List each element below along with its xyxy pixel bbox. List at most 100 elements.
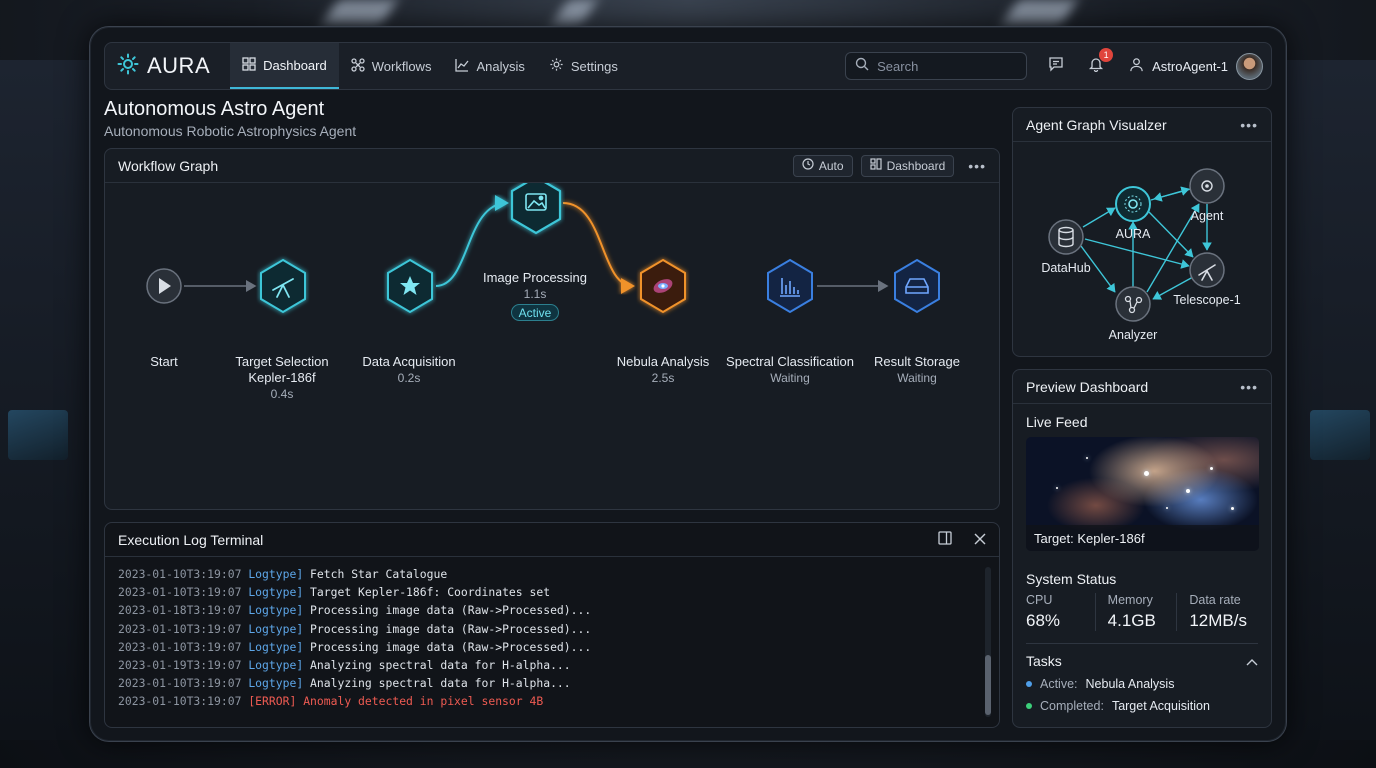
target-selection-target: Kepler-186f: [248, 370, 316, 385]
stat-data-rate: Data rate 12MB/s: [1176, 593, 1258, 631]
log-timestamp: 2023-01-10T3:19:07: [118, 567, 242, 581]
datahub-node-label: DataHub: [1041, 261, 1090, 275]
result-storage-node[interactable]: [894, 258, 940, 314]
log-timestamp: 2023-01-19T3:19:07: [118, 658, 242, 673]
spectral-classification-label-group: Spectral Classification Waiting: [715, 354, 865, 386]
messages-button[interactable]: [1045, 55, 1067, 77]
stat-cpu: CPU 68%: [1026, 593, 1095, 631]
target-selection-label: Target Selection: [235, 354, 329, 369]
result-storage-label-group: Result Storage Waiting: [847, 354, 987, 386]
datahub-node[interactable]: [1048, 219, 1084, 255]
nav-settings-label: Settings: [570, 58, 618, 74]
log-timestamp: 2023-01-10T3:19:07: [118, 676, 242, 691]
log-line: 2023-01-19T3:19:07 Logtype] Analyzing sp…: [118, 656, 986, 674]
log-timestamp: 2023-01-18T3:19:07: [118, 603, 242, 618]
spectral-classification-status: Waiting: [770, 371, 810, 385]
log-type: Logtype]: [248, 567, 304, 581]
aura-node[interactable]: [1115, 186, 1151, 222]
task-status-dot: [1026, 703, 1032, 709]
user-menu[interactable]: AstroAgent-1: [1129, 52, 1271, 80]
close-icon[interactable]: [974, 532, 986, 548]
terminal-scrollbar[interactable]: [985, 567, 991, 717]
feed-star: [1231, 507, 1234, 510]
task-item[interactable]: Active: Nebula Analysis: [1013, 677, 1271, 691]
notifications-button[interactable]: 1: [1085, 48, 1114, 77]
avatar[interactable]: [1236, 52, 1263, 80]
stat-data-rate-label: Data rate: [1189, 593, 1241, 607]
task-item[interactable]: Completed: Target Acquisition: [1013, 699, 1271, 713]
stat-memory: Memory 4.1GB: [1094, 593, 1177, 631]
edge-imaging-nebula: [562, 202, 635, 294]
chevron-up-icon[interactable]: [1246, 653, 1258, 669]
split-view-icon[interactable]: [938, 531, 952, 548]
auto-label: Auto: [818, 158, 844, 173]
ceiling-light: [323, 0, 397, 24]
nebula-analysis-duration: 2.5s: [651, 371, 675, 385]
data-acquisition-duration: 0.2s: [397, 371, 421, 385]
log-line: 2023-01-10T3:19:07 Logtype] Target Keple…: [118, 583, 986, 601]
page-subtitle: Autonomous Robotic Astrophysics Agent: [104, 123, 357, 139]
more-icon[interactable]: •••: [1240, 378, 1258, 395]
stat-memory-label: Memory: [1107, 593, 1153, 607]
feed-caption: Target: Kepler-186f: [1026, 525, 1259, 551]
workflow-edges: [146, 183, 940, 314]
log-message: Anomaly detected in pixel sensor 4B: [303, 694, 544, 709]
start-label: Start: [150, 354, 178, 369]
star-icon: [400, 276, 420, 295]
edge-datahub-analyzer: [1080, 245, 1116, 293]
image-icon: [525, 193, 547, 211]
agent-graph: AURA Agent DataHub Telescope-1 Analyzer: [1041, 168, 1241, 342]
stat-data-rate-value: 12MB/s: [1189, 611, 1247, 630]
nav-settings[interactable]: Settings: [537, 43, 630, 89]
auto-button[interactable]: Auto: [792, 154, 853, 177]
app-name: AURA: [147, 53, 211, 78]
data-acquisition-label-group: Data Acquisition 0.2s: [339, 354, 479, 386]
tasks-header[interactable]: Tasks: [1013, 653, 1271, 669]
nav-workflows[interactable]: Workflows: [339, 43, 444, 89]
telescope-icon: [272, 278, 294, 298]
telescope-icon: [1198, 264, 1216, 281]
nav-dashboard-label: Dashboard: [263, 57, 327, 73]
nav-analysis-label: Analysis: [476, 58, 525, 74]
live-feed-image[interactable]: Target: Kepler-186f: [1026, 437, 1259, 551]
edge-datahub-aura: [1082, 207, 1116, 228]
app-window: AURA Dashboard Workflows Analysis Settin…: [89, 26, 1287, 742]
brand[interactable]: AURA: [105, 53, 230, 80]
image-processing-label-group: Image Processing 1.1s Active: [465, 270, 605, 322]
analyzer-node[interactable]: [1115, 286, 1151, 322]
aura-icon: [1124, 195, 1142, 213]
log-line: 2023-01-18T3:19:07 Logtype] Processing i…: [118, 601, 986, 619]
more-icon[interactable]: •••: [968, 157, 986, 174]
nebula-analysis-label: Nebula Analysis: [616, 354, 710, 369]
user-icon: [1129, 57, 1144, 75]
notification-badge: 1: [1099, 48, 1114, 62]
image-processing-node[interactable]: [510, 183, 562, 235]
agent-graph-header: Agent Graph Visualzer •••: [1013, 108, 1271, 142]
search-input[interactable]: [877, 58, 1008, 74]
image-processing-duration: 1.1s: [523, 287, 547, 301]
nebula-icon: [653, 279, 673, 293]
terminal-header: Execution Log Terminal: [105, 523, 999, 557]
search-box[interactable]: [845, 52, 1028, 80]
agent-node[interactable]: [1189, 168, 1225, 204]
status-badge: Active: [510, 304, 560, 321]
agent-icon: [1201, 180, 1213, 192]
nav-dashboard[interactable]: Dashboard: [230, 43, 339, 89]
more-icon[interactable]: •••: [1240, 116, 1258, 133]
edge-datahub-telescope: [1084, 238, 1190, 269]
result-storage-status: Waiting: [897, 371, 937, 385]
workflow-graph-title: Workflow Graph: [118, 157, 219, 174]
log-message: Fetch Star Catalogue: [310, 567, 448, 581]
start-node[interactable]: [146, 268, 182, 304]
result-storage-label: Result Storage: [874, 354, 960, 369]
agent-graph-title: Agent Graph Visualzer: [1026, 116, 1167, 133]
nav-analysis[interactable]: Analysis: [443, 43, 536, 89]
stat-memory-value: 4.1GB: [1107, 611, 1156, 630]
storage-icon: [905, 278, 929, 294]
system-stats: CPU 68% Memory 4.1GB Data rate 12MB/s: [1026, 593, 1258, 631]
feed-star: [1210, 467, 1213, 470]
dashboard-button[interactable]: Dashboard: [860, 154, 955, 177]
divider: [1026, 643, 1258, 644]
telescope-1-node[interactable]: [1189, 252, 1225, 288]
telescope-node-label: Telescope-1: [1173, 293, 1240, 307]
